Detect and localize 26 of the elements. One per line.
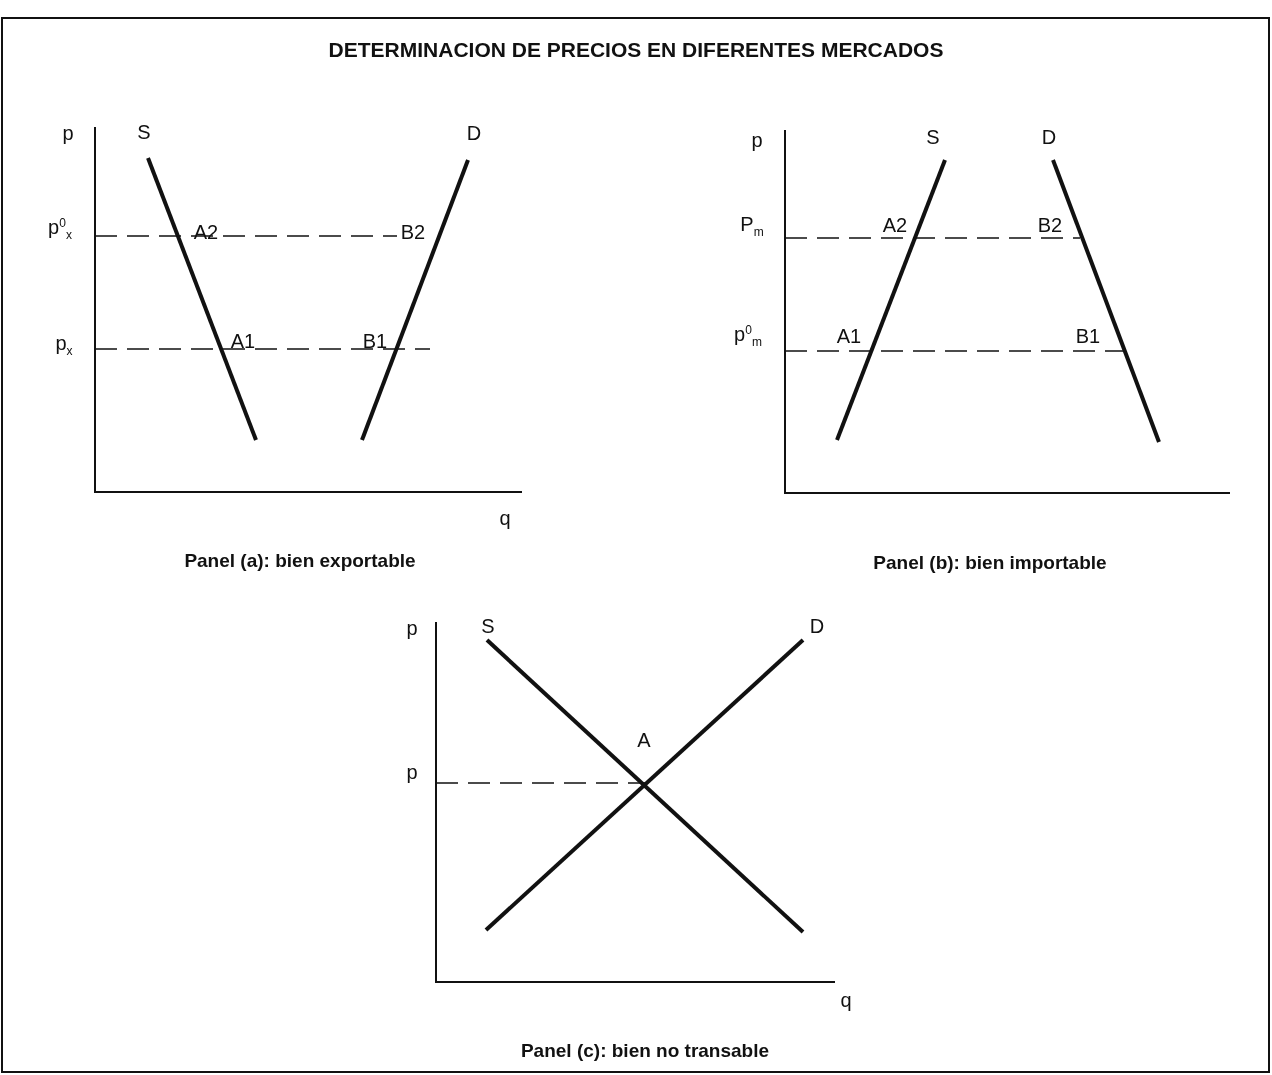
axis-label: p <box>406 618 418 638</box>
curve-label: D <box>466 123 482 143</box>
axis-label: p <box>406 762 418 782</box>
curve-label: S <box>481 616 495 636</box>
axis-label: P$_{m}$ <box>740 214 764 238</box>
point-label: B2 <box>400 222 426 242</box>
point-label: A1 <box>230 331 256 351</box>
diagram-title: DETERMINACION DE PRECIOS EN DIFERENTES MERCADOS <box>327 38 945 62</box>
axis-label: p <box>62 123 74 143</box>
axis-label: q <box>499 508 511 528</box>
axis-label: p <box>751 130 763 150</box>
axis-label: p$_{x}$ <box>55 333 73 357</box>
point-label: A2 <box>882 215 908 235</box>
panel-caption: Panel (a): bien exportable <box>184 550 416 570</box>
point-label: B1 <box>362 331 388 351</box>
axis-label: q <box>840 990 852 1010</box>
panel-caption: Panel (b): bien importable <box>873 552 1107 572</box>
curve-label: D <box>809 616 825 636</box>
curve-label: S <box>137 122 151 142</box>
curve-label: D <box>1041 127 1057 147</box>
point-label: A1 <box>836 326 862 346</box>
point-label: B1 <box>1075 326 1101 346</box>
panel-caption: Panel (c): bien no transable <box>520 1040 770 1060</box>
curve-label: S <box>926 127 940 147</box>
point-label: A <box>637 730 651 750</box>
point-label: B2 <box>1037 215 1063 235</box>
